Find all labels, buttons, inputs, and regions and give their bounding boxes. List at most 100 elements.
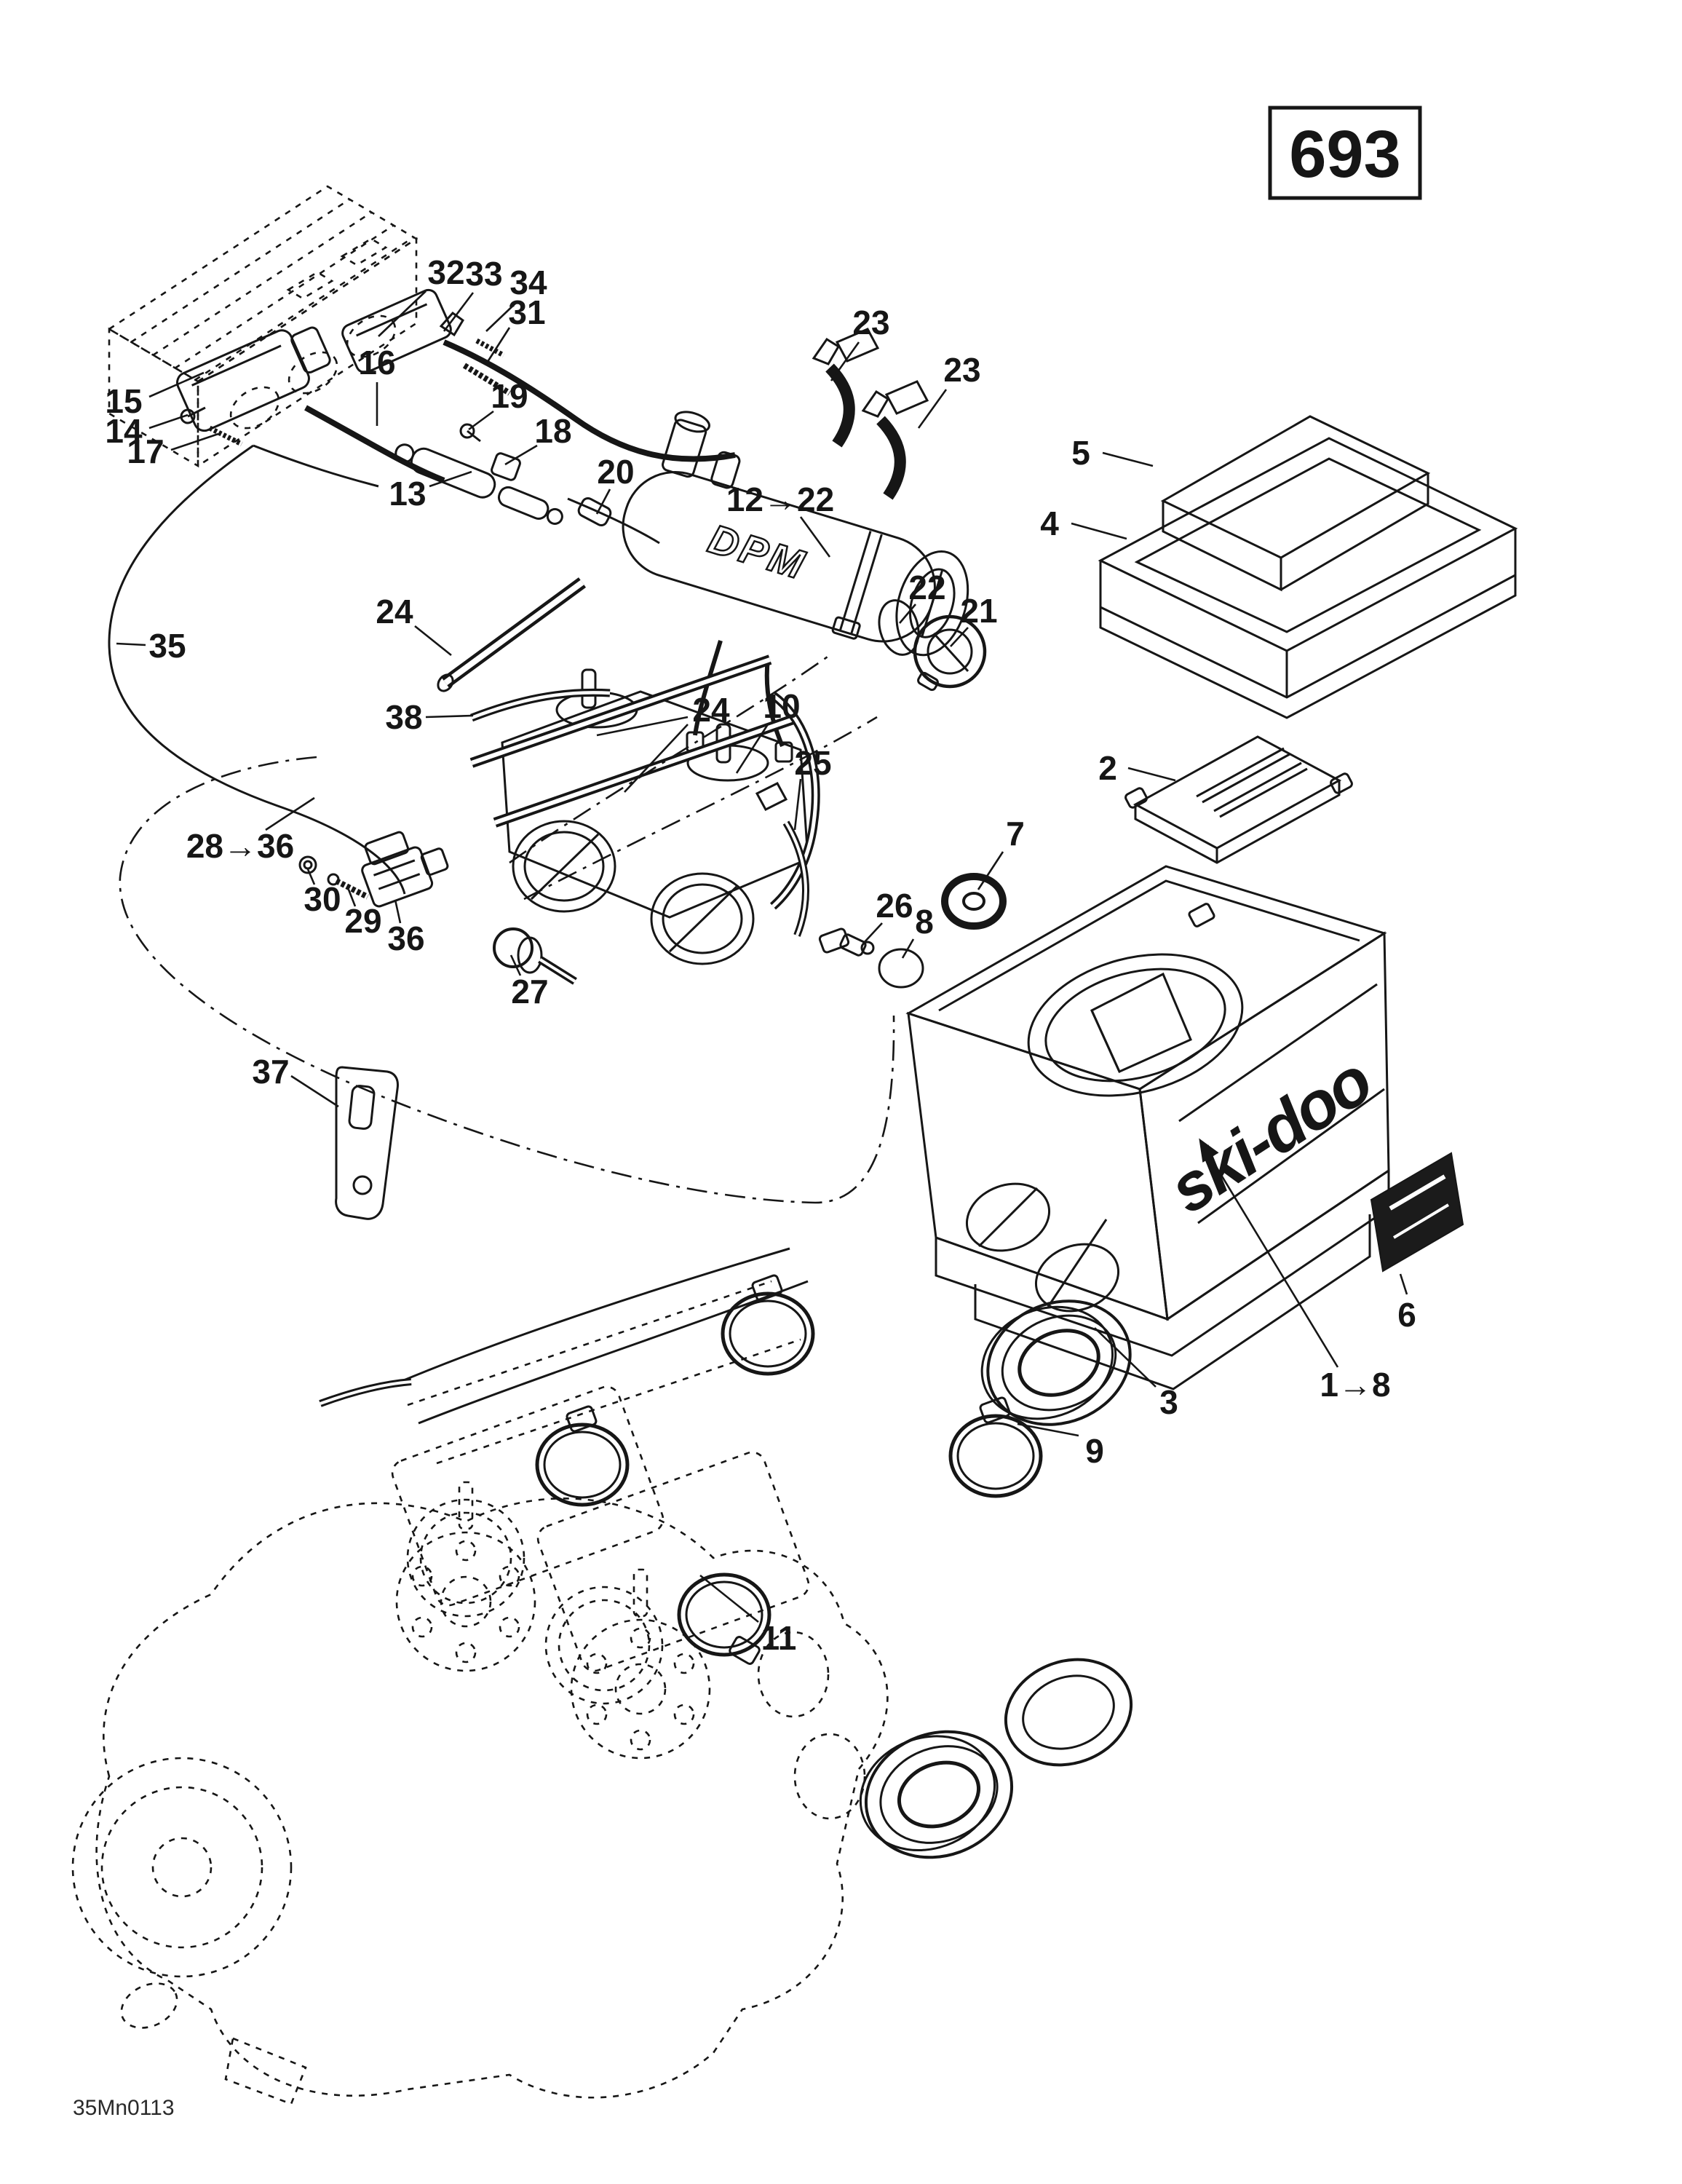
leader-line-24: [624, 724, 689, 793]
grommet-7: [941, 873, 1007, 930]
callout-36: 36: [387, 919, 424, 957]
carb-rails: [469, 654, 796, 828]
callout-9: 9: [1085, 1432, 1104, 1470]
fitting-26: [818, 927, 875, 957]
callout-11: 11: [761, 1619, 797, 1657]
leader-line-37: [290, 1075, 339, 1108]
callout-23: 23: [852, 304, 889, 341]
fitting-27: [493, 927, 577, 985]
lower-carburetors-dashed: [391, 1280, 810, 1705]
leader-line-2: [1127, 767, 1176, 782]
grommet-8: [878, 948, 924, 989]
leader-line-3: [1094, 1327, 1157, 1388]
callout-16: 16: [358, 344, 395, 381]
airbox: ski-doo: [905, 865, 1390, 1390]
leader-line-15: [148, 371, 205, 398]
leader-line-18: [504, 444, 538, 466]
callout-19: 19: [491, 377, 528, 415]
callout-37: 37: [252, 1053, 289, 1091]
callout-14: 14: [105, 412, 143, 450]
leader-line-23: [917, 389, 948, 429]
hose-clamp-1: [721, 1274, 815, 1376]
callout-31: 31: [508, 293, 545, 331]
o-ring: [878, 599, 920, 656]
leader-line-11: [699, 1574, 759, 1623]
callout-33: 33: [465, 255, 502, 293]
leader-line-26: [862, 922, 883, 944]
spark-plug-wires: [304, 339, 736, 483]
leader-line-17: [170, 432, 219, 451]
callout-3: 3: [1159, 1383, 1178, 1421]
support-bracket-37: [335, 1066, 399, 1220]
leader-line-21: [950, 627, 969, 647]
callout-12→22: 12→22: [726, 480, 834, 518]
callout-38: 38: [385, 698, 422, 736]
leader-line-32: [378, 290, 427, 337]
callout-4: 4: [1040, 505, 1059, 542]
callout-35: 35: [148, 627, 186, 665]
air-filter-foam: [1160, 415, 1431, 592]
air-filter-cover: [1124, 735, 1353, 864]
leader-line-1→8: [1199, 1138, 1339, 1368]
engine-code-box: 693: [1268, 106, 1422, 200]
skidoo-logo: ski-doo: [1157, 1043, 1384, 1227]
leader-line-24: [596, 716, 689, 737]
leader-line-38: [425, 714, 474, 719]
callout-32: 32: [427, 253, 464, 291]
leader-line-20: [595, 488, 611, 515]
callout-2: 2: [1098, 749, 1117, 787]
leader-line-19: [468, 410, 494, 431]
cable-adjuster: [394, 443, 612, 527]
ignition-coil-a: [341, 288, 452, 374]
callout-8: 8: [915, 903, 934, 941]
leader-line-31: [485, 327, 511, 365]
engine-code-text: 693: [1289, 117, 1401, 191]
leader-line-30: [306, 869, 316, 885]
leader-line-23: [830, 341, 860, 381]
leader-line-25: [793, 778, 802, 831]
callout-22: 22: [908, 569, 945, 606]
hose-clamp-2: [948, 1396, 1043, 1498]
end-cap: [913, 614, 987, 692]
leader-line-8: [901, 938, 915, 959]
callout-24: 24: [692, 691, 730, 729]
callout-15: 15: [105, 382, 142, 420]
nut-30: [298, 855, 317, 874]
callout-30: 30: [304, 880, 341, 918]
leader-line-29: [347, 889, 357, 907]
callout-13: 13: [389, 475, 426, 513]
leader-line-6: [1399, 1273, 1408, 1295]
callout-34: 34: [509, 264, 547, 301]
leader-line-22: [899, 604, 916, 624]
adapter-flange-upper: [980, 1299, 1132, 1426]
cable-routing-loop: [119, 756, 895, 1204]
callout-6: 6: [1397, 1296, 1416, 1334]
connector-36: [361, 831, 449, 908]
coil-hardware: [180, 311, 512, 447]
leader-line-33: [443, 292, 475, 332]
dpm-fuel-lines: [686, 640, 793, 763]
callout-21: 21: [960, 592, 997, 630]
leader-line-27: [509, 954, 522, 976]
callout-24: 24: [376, 593, 413, 630]
fuel-lines-lower: [319, 1247, 809, 1425]
leader-line-9: [1017, 1423, 1079, 1437]
hose-routing-arcs: [509, 654, 878, 901]
callout-1→8: 1→8: [1320, 1366, 1390, 1404]
leader-line-7: [977, 851, 1004, 890]
ignition-coil-b: [176, 326, 331, 432]
callout-23: 23: [943, 351, 980, 389]
air-filter-frame: [1098, 437, 1518, 719]
hose-clamp-4: [677, 1572, 771, 1665]
engine-head-block: [107, 185, 418, 468]
leader-line-36: [394, 899, 402, 924]
callout-18: 18: [534, 412, 571, 450]
callout-27: 27: [511, 973, 548, 1010]
carburetor-assembly: [437, 577, 878, 965]
warning-sticker: [1370, 1152, 1464, 1273]
screw-29: [327, 873, 369, 900]
leader-line-24: [414, 625, 452, 657]
leader-line-12→22: [799, 516, 831, 558]
